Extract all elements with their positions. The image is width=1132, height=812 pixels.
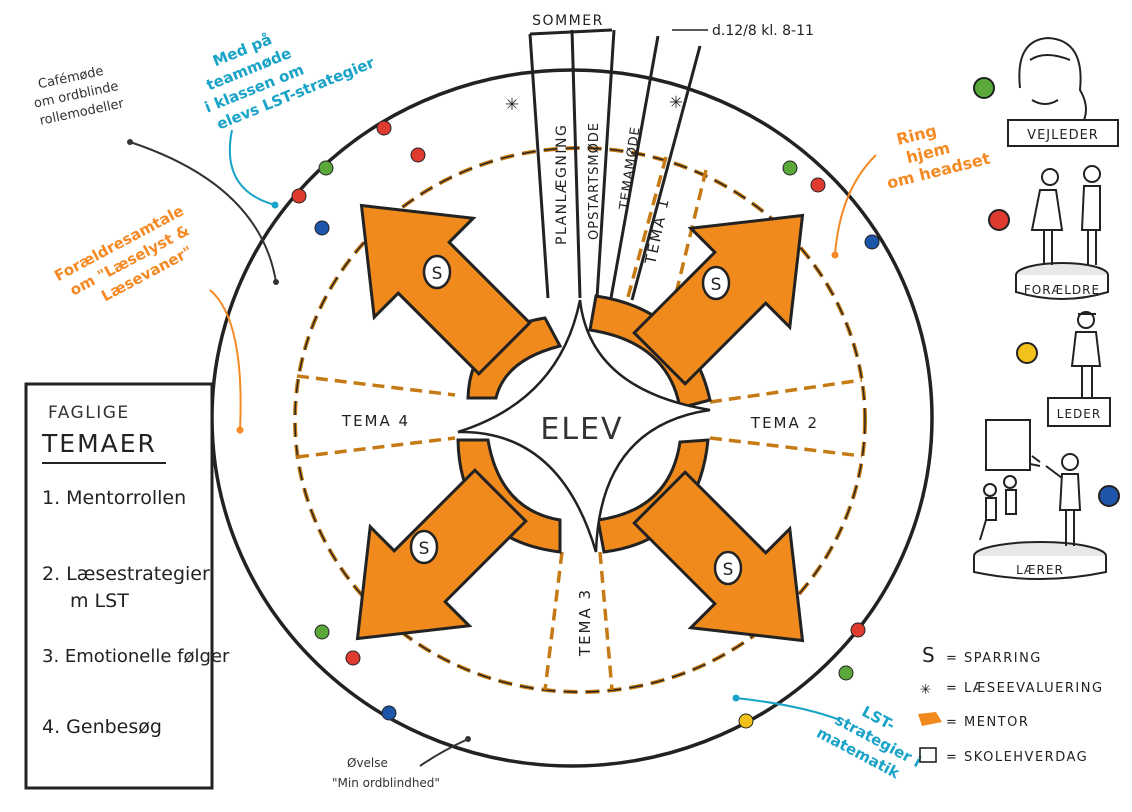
- theme-item-2-cont: m LST: [70, 590, 129, 612]
- colored-dot-icon: [345, 650, 361, 666]
- theme-item-2: 2. Læsestrategier: [42, 563, 210, 585]
- themes-box: FAGLIGE TEMAER 1. Mentorrollen 2. Læsest…: [24, 382, 230, 790]
- role-leder: LEDER: [1047, 311, 1111, 427]
- whiteboard-icon: [985, 419, 1031, 471]
- legend-text-skolehverdag: = SKOLEHVERDAG: [946, 750, 1088, 765]
- section-dividers: [296, 156, 863, 691]
- ovelse-annotation: Øvelse "Min ordblindhed": [332, 756, 440, 790]
- svg-text:S: S: [711, 275, 722, 295]
- colored-dot-icon: [1098, 485, 1120, 507]
- ring-annotation: Ring hjem om headset: [885, 121, 993, 193]
- themes-title-small: FAGLIGE: [48, 403, 130, 423]
- colored-dot-icon: [738, 713, 754, 729]
- tema4-label: TEMA 4: [341, 412, 410, 430]
- date-label: d.12/8 kl. 8-11: [712, 23, 814, 39]
- colored-dot-icon: [838, 665, 854, 681]
- colored-dot-icon: [850, 622, 866, 638]
- teammode-connector: [228, 129, 276, 206]
- legend: S = SPARRING ✳ = LÆSEEVALUERING = MENTOR…: [918, 643, 1104, 765]
- center-star: [457, 299, 711, 553]
- tema3-label: TEMA 3: [576, 588, 594, 657]
- role-label-foraeldre: FORÆLDRE: [1024, 283, 1100, 297]
- role-label-laerer: LÆRER: [1016, 563, 1064, 577]
- teammode-annotation: Med på teammøde i klassen om elevs LST-s…: [202, 30, 378, 133]
- sparring-badge-icon: S: [409, 529, 439, 565]
- themes-title-big: TEMAER: [41, 429, 157, 458]
- colored-dot-icon: [782, 160, 798, 176]
- tema2-label: TEMA 2: [750, 414, 819, 432]
- foraeldre-connector: [209, 289, 242, 431]
- sparring-badge-icon: S: [701, 265, 731, 301]
- role-label-leder: LEDER: [1057, 407, 1101, 421]
- colored-dot-icon: [810, 177, 826, 193]
- colored-dot-icon: [314, 220, 330, 236]
- mentor-arrow-ne: [608, 164, 854, 410]
- segment-opstartsmode: OPSTARTSMØDE: [587, 122, 602, 240]
- segment-planlaegning: PLANLÆGNING: [554, 124, 570, 245]
- lst-annotation: LST- strategier i matematik: [814, 702, 924, 782]
- theme-item-4: 4. Genbesøg: [42, 716, 162, 738]
- person-figure-icon: [1045, 465, 1082, 546]
- season-label: SOMMER: [532, 13, 604, 29]
- colored-dot-icon: [973, 77, 995, 99]
- svg-text:S: S: [419, 539, 430, 559]
- person-figure-icon: [1018, 36, 1087, 129]
- person-figure-icon: [1070, 331, 1102, 398]
- colored-dot-icon: [988, 209, 1010, 231]
- role-label-vejleder: VEJLEDER: [1027, 128, 1099, 143]
- mentor-swatch-icon: [918, 712, 942, 726]
- sparring-badge-icon: S: [422, 254, 452, 290]
- legend-symbol-laeseevaluering: ✳: [920, 678, 931, 699]
- segment-temamode: TEMAMØDE: [617, 125, 644, 211]
- legend-text-mentor: = MENTOR: [946, 715, 1029, 730]
- cafe-annotation: Cafémøde om ordblinde rollemodeller: [33, 64, 126, 129]
- ring-connector: [834, 154, 877, 256]
- legend-symbol-sparring: S: [922, 643, 935, 667]
- colored-dot-icon: [314, 624, 330, 640]
- role-foraeldre: FORÆLDRE: [1015, 165, 1109, 300]
- foraeldre-annotation: Forældresamtale om "Læselyst & Læsevaner…: [51, 202, 195, 306]
- lst-connector: [735, 697, 841, 721]
- colored-dots: [291, 77, 1120, 729]
- colored-dot-icon: [864, 234, 880, 250]
- cafe-connector: [129, 141, 277, 283]
- svg-text:Øvelse: Øvelse: [347, 756, 388, 770]
- svg-text:S: S: [432, 264, 443, 284]
- colored-dot-icon: [291, 188, 307, 204]
- person-figure-icon: [1080, 185, 1101, 265]
- colored-dot-icon: [318, 160, 334, 176]
- asterisk-icon: ✳: [669, 89, 682, 114]
- colored-dot-icon: [1016, 342, 1038, 364]
- legend-text-laeseevaluering: = LÆSEEVALUERING: [946, 681, 1104, 696]
- asterisk-icon: ✳: [505, 91, 518, 116]
- role-vejleder: VEJLEDER: [1007, 36, 1119, 147]
- theme-item-3: 3. Emotionelle følger: [42, 646, 230, 667]
- ovelse-connector: [419, 738, 469, 767]
- colored-dot-icon: [381, 705, 397, 721]
- colored-dot-icon: [410, 147, 426, 163]
- school-day-square-icon: [919, 747, 937, 763]
- svg-text:"Min ordblindhed": "Min ordblindhed": [332, 776, 440, 790]
- top-segment-lines: [528, 28, 702, 301]
- sparring-badge-icon: S: [713, 550, 743, 586]
- colored-dot-icon: [376, 120, 392, 136]
- center-label: ELEV: [540, 412, 623, 447]
- legend-text-sparring: = SPARRING: [946, 651, 1042, 666]
- svg-text:S: S: [723, 560, 734, 580]
- theme-item-1: 1. Mentorrollen: [42, 487, 186, 509]
- role-laerer: LÆRER: [973, 419, 1107, 580]
